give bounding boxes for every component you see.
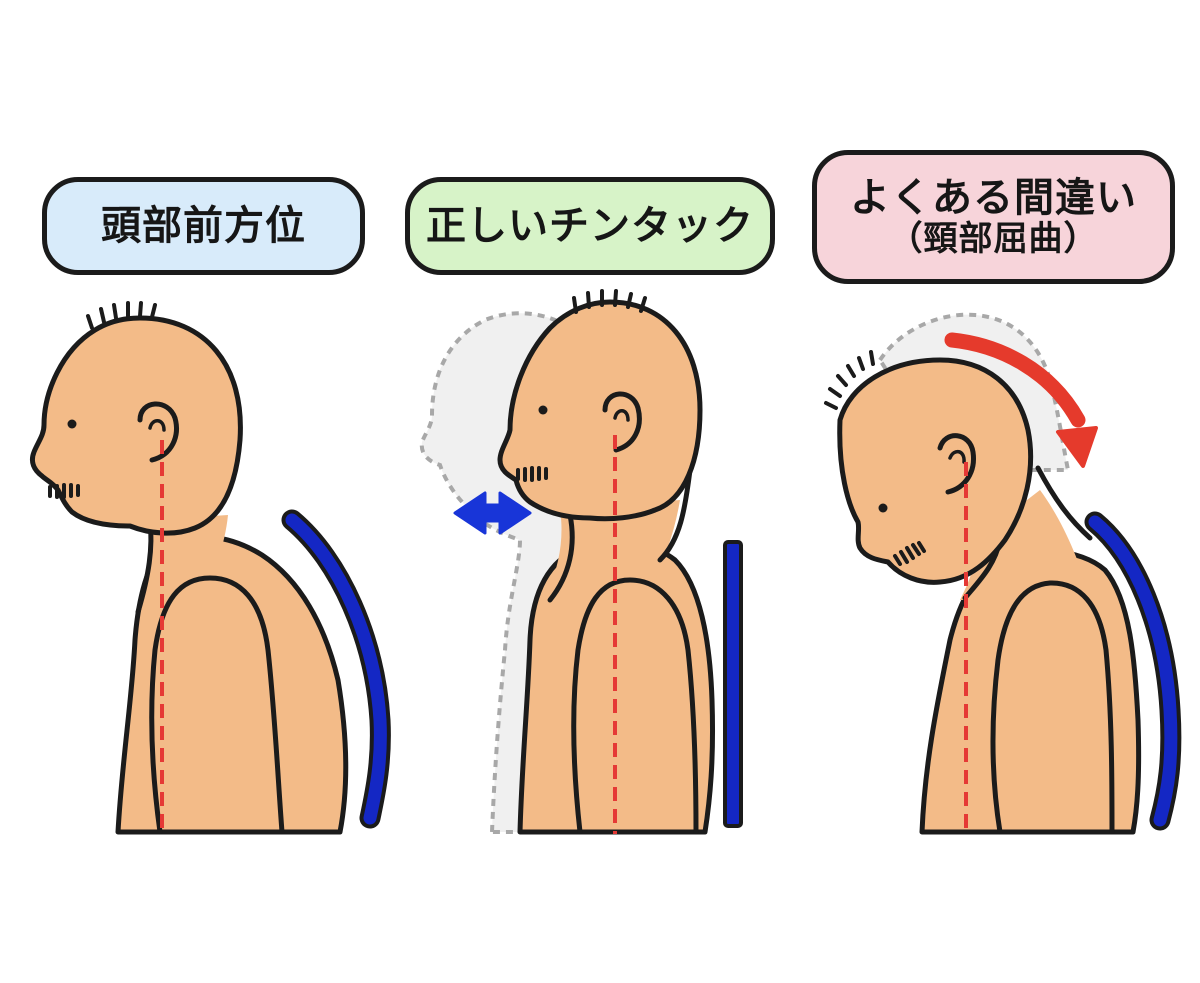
eye	[538, 405, 548, 415]
hair	[824, 350, 875, 410]
label-neck-flexion: よくある間違い （頸部屈曲）	[812, 150, 1175, 284]
chin-tuck-figure	[419, 289, 743, 835]
head	[837, 357, 1034, 585]
ear	[602, 391, 642, 453]
ear	[137, 401, 179, 463]
head	[29, 315, 243, 536]
double-arrow-icon	[453, 491, 532, 535]
arm	[990, 580, 1115, 835]
label-title: 頭部前方位	[101, 202, 306, 249]
mustache	[516, 466, 548, 482]
neck-flexion-figure	[824, 312, 1182, 835]
arm	[571, 577, 699, 835]
eye	[67, 419, 77, 429]
label-chin-tuck: 正しいチンタック	[405, 177, 775, 275]
head	[497, 299, 703, 522]
mustache	[48, 483, 80, 499]
hair	[572, 289, 647, 314]
forward-head-figure	[29, 301, 391, 835]
hair	[86, 301, 157, 330]
panel-chin-tuck: 正しいチンタック	[400, 0, 800, 983]
label-forward-head: 頭部前方位	[42, 177, 365, 275]
label-title: 正しいチンタック	[426, 202, 754, 249]
arm	[149, 575, 285, 835]
eye	[878, 503, 888, 513]
posture-bar-icon	[723, 540, 743, 828]
curved-arrow-icon	[944, 332, 1098, 468]
label-subtitle: （頸部屈曲）	[888, 219, 1099, 260]
ear	[937, 433, 976, 495]
panel-neck-flexion: よくある間違い （頸部屈曲）	[800, 0, 1200, 983]
label-title: よくある間違い	[850, 174, 1137, 221]
panel-forward-head: 頭部前方位	[0, 0, 400, 983]
mustache	[893, 541, 926, 566]
